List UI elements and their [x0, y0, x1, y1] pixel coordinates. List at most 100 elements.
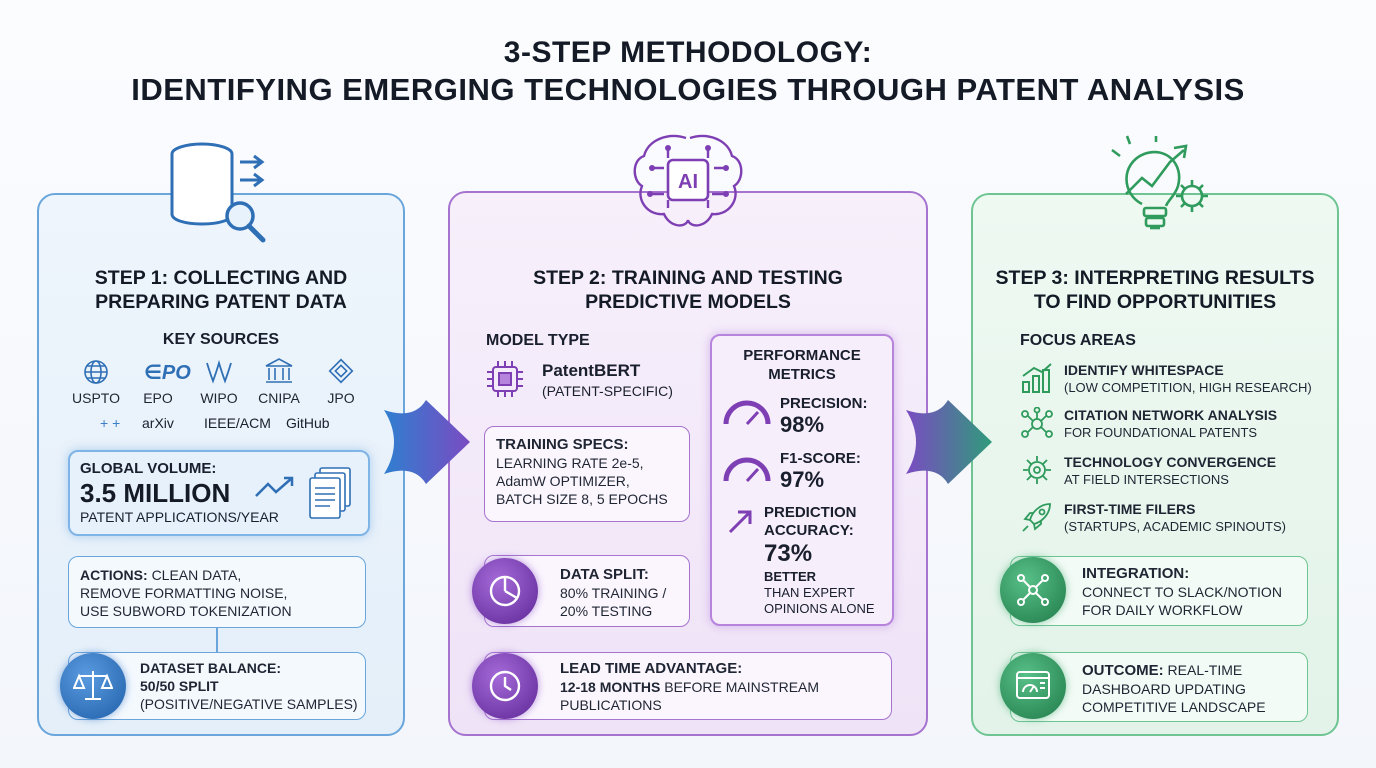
f1-value: 97%	[780, 467, 825, 492]
global-volume-value: 3.5 MILLION	[80, 478, 231, 508]
focus-item-4-detail: (STARTUPS, ACADEMIC SPINOUTS)	[1064, 519, 1286, 534]
globe-icon	[84, 360, 108, 384]
outcome-line1: REAL-TIME	[1163, 662, 1243, 678]
precision-label: PRECISION:	[780, 395, 868, 412]
actions-text-1: CLEAN DATA,	[151, 567, 242, 583]
training-specs-label: TRAINING SPECS:	[496, 436, 629, 453]
focus-item-3-title: TECHNOLOGY CONVERGENCE	[1064, 454, 1277, 470]
outcome-line3: COMPETITIVE LANDSCAPE	[1082, 699, 1266, 715]
page-title-line2: IDENTIFYING EMERGING TECHNOLOGIES THROUG…	[131, 72, 1245, 107]
focus-item-1-detail: (LOW COMPETITION, HIGH RESEARCH)	[1064, 380, 1312, 395]
database-search-icon	[170, 142, 266, 243]
model-type-heading: MODEL TYPE	[486, 332, 590, 349]
data-split-line1: 80% TRAINING /	[560, 585, 667, 601]
trend-up-icon	[255, 476, 294, 497]
source-jpo: JPO	[327, 390, 355, 406]
dataset-balance-value: 50/50 SPLIT	[140, 678, 219, 694]
training-specs-line3: BATCH SIZE 8, 5 EPOCHS	[496, 491, 668, 507]
integration-label: INTEGRATION:	[1082, 565, 1190, 582]
source-ieee-acm: IEEE/ACM	[204, 415, 271, 431]
actions-text-2: REMOVE FORMATTING NOISE,	[80, 585, 288, 601]
focus-item-4-title: FIRST-TIME FILERS	[1064, 501, 1196, 517]
epo-logo-icon: ∈PO	[144, 362, 191, 384]
arrow-step2-to-step3	[906, 400, 992, 484]
source-wipo: WIPO	[200, 390, 238, 406]
training-specs-line2: AdamW OPTIMIZER,	[496, 473, 630, 489]
step2-title-line1: STEP 2: TRAINING AND TESTING	[533, 267, 843, 289]
lead-time-rest: BEFORE MAINSTREAM	[660, 679, 820, 695]
integration-line2: FOR DAILY WORKFLOW	[1082, 602, 1243, 618]
model-name: PatentBERT	[542, 361, 641, 380]
accuracy-better: BETTER	[764, 569, 816, 584]
lead-time-label: LEAD TIME ADVANTAGE:	[560, 660, 743, 677]
lead-time-bold: 12-18 MONTHS	[560, 679, 661, 695]
step2-title-line2: PREDICTIVE MODELS	[585, 291, 791, 313]
focus-item-2-detail: FOR FOUNDATIONAL PATENTS	[1064, 425, 1258, 440]
actions-label: ACTIONS:	[80, 567, 148, 583]
network-icon	[1021, 407, 1053, 438]
arrow-step1-to-step2	[384, 400, 470, 484]
step3-title-line2: TO FIND OPPORTUNITIES	[1033, 291, 1277, 313]
step3-title-line1: STEP 3: INTERPRETING RESULTS	[995, 267, 1315, 289]
rocket-icon	[1022, 503, 1051, 532]
accuracy-detail-1: THAN EXPERT	[764, 585, 855, 600]
page-title-line1: 3-STEP METHODOLOGY:	[503, 36, 873, 69]
training-specs-box	[484, 426, 690, 522]
accuracy-label-2: ACCURACY:	[764, 522, 854, 539]
source-epo: EPO	[143, 390, 173, 406]
source-github: GitHub	[286, 415, 330, 431]
source-uspto: USPTO	[72, 390, 120, 406]
focus-item-1-title: IDENTIFY WHITESPACE	[1064, 362, 1224, 378]
jpo-logo-icon	[328, 358, 354, 384]
ai-brain-icon: AI	[633, 134, 743, 227]
bar-growth-icon	[1022, 363, 1052, 393]
scale-icon	[60, 653, 126, 719]
key-sources-heading: KEY SOURCES	[162, 331, 280, 348]
model-detail: (PATENT-SPECIFIC)	[542, 383, 673, 399]
arrow-up-right-icon	[728, 510, 752, 534]
focus-item-2-title: CITATION NETWORK ANALYSIS	[1064, 407, 1278, 423]
focus-areas-heading: FOCUS AREAS	[1020, 332, 1136, 349]
global-volume-label: GLOBAL VOLUME:	[80, 460, 217, 477]
global-volume-unit: PATENT APPLICATIONS/YEAR	[80, 509, 279, 525]
extra-sources-plus: + +	[100, 415, 121, 431]
f1-label: F1-SCORE:	[780, 450, 861, 467]
wipo-logo-icon	[206, 359, 232, 384]
integration-line1: CONNECT TO SLACK/NOTION	[1082, 584, 1282, 600]
gear-convergence-icon	[1023, 456, 1051, 484]
source-arxiv: arXiv	[142, 415, 174, 431]
actions-box	[68, 556, 366, 628]
step1-title-line2: PREPARING PATENT DATA	[95, 291, 347, 313]
gauge-icon-2	[723, 457, 771, 483]
ai-chip-text: AI	[678, 171, 698, 193]
accuracy-value: 73%	[764, 540, 813, 567]
accuracy-label-1: PREDICTION	[764, 504, 857, 521]
metrics-heading-2: METRICS	[768, 366, 836, 383]
lead-time-line2: PUBLICATIONS	[560, 697, 662, 713]
chip-icon	[487, 361, 523, 397]
pie-chart-icon	[472, 558, 538, 624]
outcome-label: OUTCOME:	[1082, 662, 1164, 679]
lead-time-box	[484, 652, 892, 720]
step1-title-line1: STEP 1: COLLECTING AND	[94, 267, 348, 289]
data-split-line2: 20% TESTING	[560, 603, 653, 619]
dataset-balance-label: DATASET BALANCE:	[140, 660, 282, 676]
outcome-line2: DASHBOARD UPDATING	[1082, 681, 1246, 697]
hub-network-icon	[1000, 557, 1066, 623]
performance-metrics-box	[710, 334, 894, 626]
training-specs-line1: LEARNING RATE 2e-5,	[496, 455, 644, 471]
metrics-heading-1: PERFORMANCE	[743, 347, 861, 364]
building-icon	[265, 358, 293, 383]
precision-value: 98%	[780, 412, 825, 437]
dataset-balance-detail: (POSITIVE/NEGATIVE SAMPLES)	[140, 696, 358, 712]
connector-line	[216, 628, 218, 652]
gauge-icon	[723, 400, 771, 426]
data-split-label: DATA SPLIT:	[560, 566, 649, 583]
actions-text-3: USE SUBWORD TOKENIZATION	[80, 603, 292, 619]
lightbulb-growth-icon	[1111, 135, 1208, 230]
documents-icon	[309, 467, 351, 519]
source-cnipa: CNIPA	[258, 390, 300, 406]
dashboard-icon	[1000, 653, 1066, 719]
clock-icon	[472, 653, 538, 719]
accuracy-detail-2: OPINIONS ALONE	[764, 601, 875, 616]
